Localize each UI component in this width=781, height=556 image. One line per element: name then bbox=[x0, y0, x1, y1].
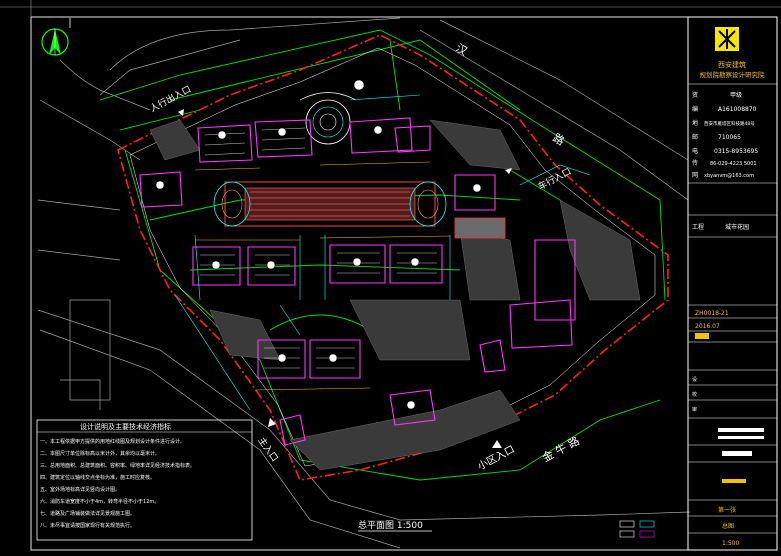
title-block: 西安建筑 规划院勘察设计研究院 资 甲级 编 A161008870 地 西安市雁… bbox=[687, 16, 778, 551]
project-label: 工程 bbox=[692, 223, 704, 231]
info-value-3: 710065 bbox=[718, 134, 741, 141]
building-markers bbox=[155, 79, 482, 410]
drawing-number: ZH0018-21 bbox=[695, 310, 729, 317]
sheet-value: 总图 bbox=[722, 522, 734, 530]
drawing-name-bar-2 bbox=[718, 436, 764, 439]
notes-line-3: 三、总用地面积、总建筑面积、容积率、绿地率详见经济技术指标表。 bbox=[40, 462, 195, 469]
notes-line-4: 四、建筑定位以轴线交点坐标为准，施工时应复核。 bbox=[40, 474, 155, 481]
drawing-title-swatch bbox=[722, 479, 746, 483]
sign-row-1: 校 bbox=[692, 391, 697, 398]
info-label-1: 编 bbox=[692, 105, 698, 113]
info-label-3: 邮 bbox=[692, 133, 698, 141]
landscape-hatch bbox=[149, 119, 641, 471]
info-label-2: 地 bbox=[692, 119, 698, 127]
court bbox=[454, 217, 506, 239]
info-label-6: 网 bbox=[692, 172, 698, 179]
north-arrow-icon bbox=[41, 18, 71, 56]
info-label-0: 资 bbox=[692, 91, 698, 99]
company-logo bbox=[715, 27, 739, 51]
sheet-label: 第一张 bbox=[718, 506, 736, 514]
info-value-6: xbyanvm@163.com bbox=[704, 173, 754, 179]
drawing-name-bar-1 bbox=[718, 428, 764, 432]
inner-boundary bbox=[129, 47, 656, 467]
central-promenade bbox=[213, 181, 447, 227]
fountain-plaza bbox=[299, 92, 357, 145]
notes-line-7: 七、道路及广场铺装做法详见景观施工图。 bbox=[40, 510, 135, 517]
info-value-2: 西安市雁塔区科技路48号 bbox=[704, 120, 755, 127]
drawing-name-bar-3 bbox=[722, 451, 752, 456]
company-name-1: 西安建筑 bbox=[718, 60, 746, 69]
drawing-date: 2016.07 bbox=[695, 323, 720, 330]
info-value-4: 0315-8953695 bbox=[714, 148, 758, 155]
sign-row-0: 设 bbox=[692, 376, 697, 383]
dimension-marks bbox=[194, 161, 451, 391]
notes-line-2: 二、本图尺寸单位除标高以米计外，其余均以毫米计。 bbox=[40, 450, 160, 457]
road-edges bbox=[99, 29, 666, 481]
company-info: 资 甲级 编 A161008870 地 西安市雁塔区科技路48号 邮 71006… bbox=[692, 91, 758, 179]
plan-scale-label: 总平面图 1:500 bbox=[358, 519, 423, 531]
project-value: 城市花园 bbox=[725, 223, 749, 231]
context-roads bbox=[37, 17, 691, 549]
info-value-0: 甲级 bbox=[730, 91, 742, 99]
info-value-5: 86-029-4223 5001 bbox=[710, 161, 757, 167]
buildings bbox=[139, 117, 576, 446]
scale-value: 1:500 bbox=[722, 540, 739, 547]
design-notes: 设计说明及主要技术经济指标 一、本工程依据甲方提供的用地红线图及规划设计条件进行… bbox=[36, 419, 253, 541]
info-label-5: 传 bbox=[692, 159, 698, 167]
entrance-arrows bbox=[178, 109, 512, 448]
legend-swatches bbox=[619, 520, 655, 538]
stage-swatch bbox=[695, 333, 709, 339]
notes-line-5: 五、室外场地标高详见竖向设计图。 bbox=[40, 486, 120, 493]
info-value-1: A161008870 bbox=[718, 106, 757, 113]
info-label-4: 电 bbox=[692, 147, 698, 155]
site-boundary bbox=[117, 34, 669, 481]
cyan-lines bbox=[174, 94, 591, 411]
company-name-2: 规划院勘察设计研究院 bbox=[700, 70, 766, 79]
notes-line-1: 一、本工程依据甲方提供的用地红线图及规划设计条件进行设计。 bbox=[40, 438, 185, 445]
sign-row-2: 审 bbox=[692, 406, 697, 413]
notes-title: 设计说明及主要技术经济指标 bbox=[80, 422, 171, 431]
notes-line-8: 八、未尽事宜请按国家现行有关规范执行。 bbox=[40, 522, 135, 529]
notes-line-6: 六、消防车道宽度不小于4m，转弯半径不小于12m。 bbox=[40, 498, 159, 505]
